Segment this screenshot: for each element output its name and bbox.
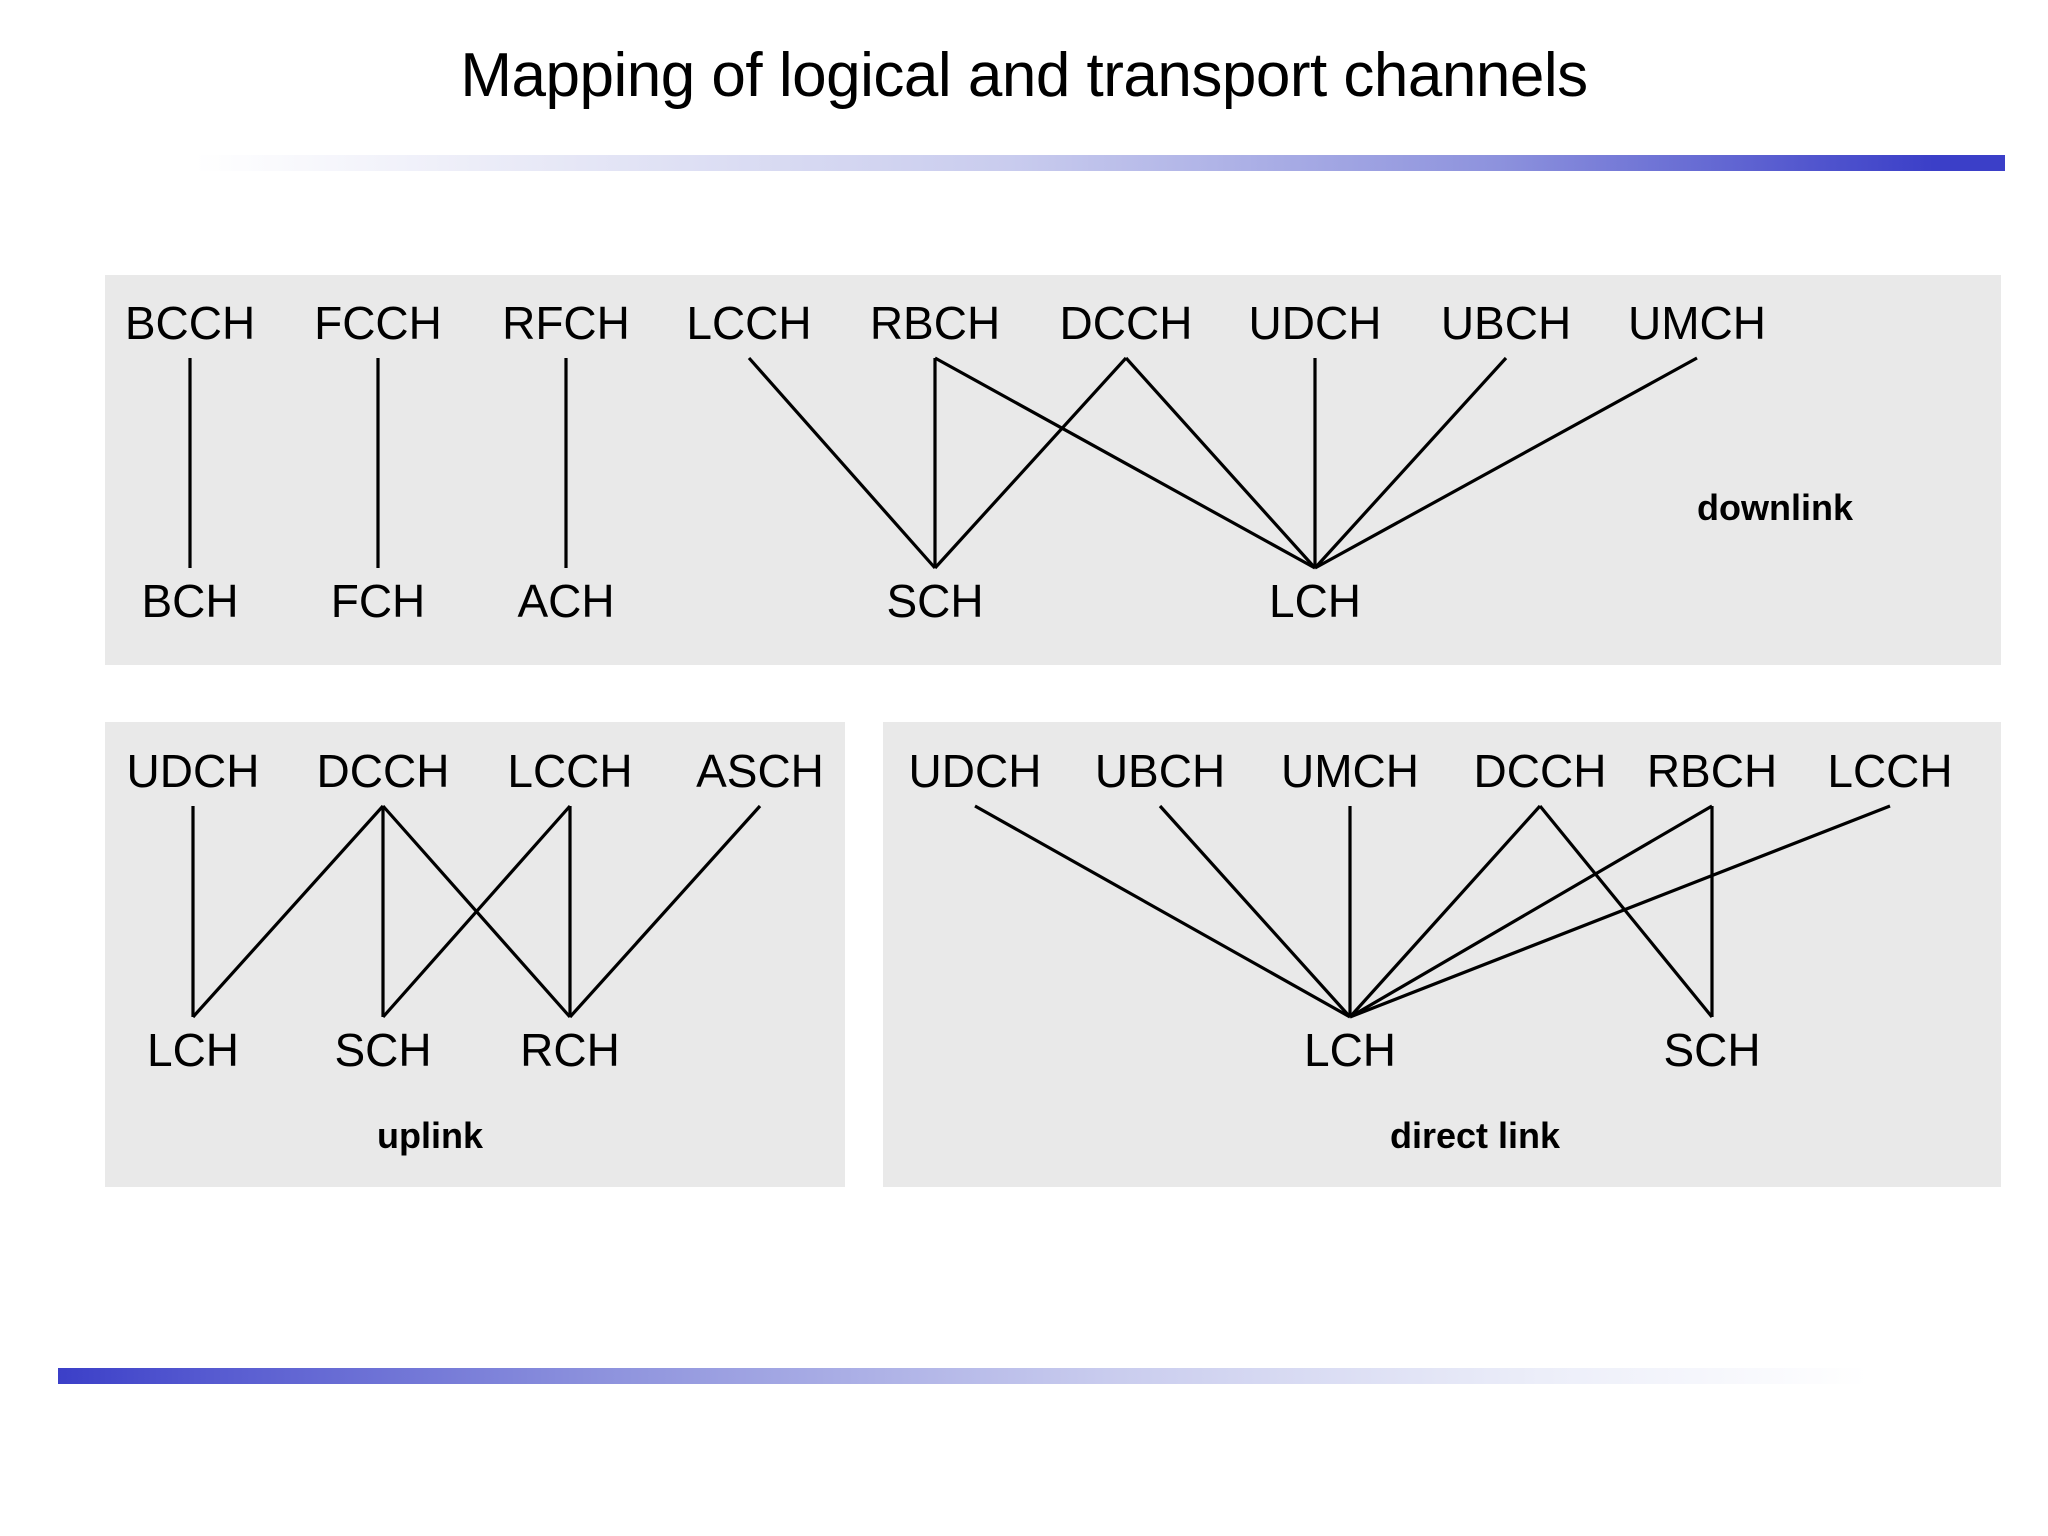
direct-link-caption: direct link <box>1389 1115 1561 1156</box>
downlink-logical-umch: UMCH <box>1628 297 1766 349</box>
downlink-transport-bch: BCH <box>141 575 239 627</box>
page-title: Mapping of logical and transport channel… <box>460 41 1588 110</box>
downlink-logical-rbch: RBCH <box>869 297 1001 349</box>
direct-transport-lch: LCH <box>1303 1024 1397 1076</box>
downlink-logical-lcch: LCCH <box>686 297 812 349</box>
direct-logical-rbch: RBCH <box>1646 745 1778 797</box>
downlink-logical-udch: UDCH <box>1248 297 1382 349</box>
direct-transport-sch: SCH <box>1663 1024 1761 1076</box>
direct-logical-umch: UMCH <box>1281 745 1419 797</box>
uplink-logical-asch: ASCH <box>696 745 824 797</box>
direct-logical-udch: UDCH <box>908 745 1042 797</box>
downlink-transport-lch: LCH <box>1268 575 1362 627</box>
downlink-transport-ach: ACH <box>517 575 615 627</box>
top-accent-rule <box>195 155 2005 171</box>
downlink-logical-dcch: DCCH <box>1059 297 1193 349</box>
direct-logical-ubch: UBCH <box>1094 745 1226 797</box>
uplink-transport-sch: SCH <box>334 1024 432 1076</box>
uplink-logical-udch: UDCH <box>126 745 260 797</box>
downlink-logical-rfch: RFCH <box>502 297 630 349</box>
uplink-caption: uplink <box>377 1115 483 1156</box>
direct-logical-lcch: LCCH <box>1827 745 1953 797</box>
downlink-transport-fch: FCH <box>330 575 426 627</box>
downlink-logical-ubch: UBCH <box>1440 297 1572 349</box>
downlink-logical-bcch: BCCH <box>124 297 256 349</box>
downlink-caption: downlink <box>1697 487 1853 528</box>
uplink-logical-dcch: DCCH <box>316 745 450 797</box>
uplink-logical-lcch: LCCH <box>507 745 633 797</box>
uplink-transport-lch: LCH <box>146 1024 240 1076</box>
downlink-transport-sch: SCH <box>886 575 984 627</box>
bottom-accent-rule <box>58 1368 1868 1384</box>
direct-logical-dcch: DCCH <box>1473 745 1607 797</box>
uplink-transport-rch: RCH <box>520 1024 620 1076</box>
downlink-logical-fcch: FCCH <box>314 297 442 349</box>
